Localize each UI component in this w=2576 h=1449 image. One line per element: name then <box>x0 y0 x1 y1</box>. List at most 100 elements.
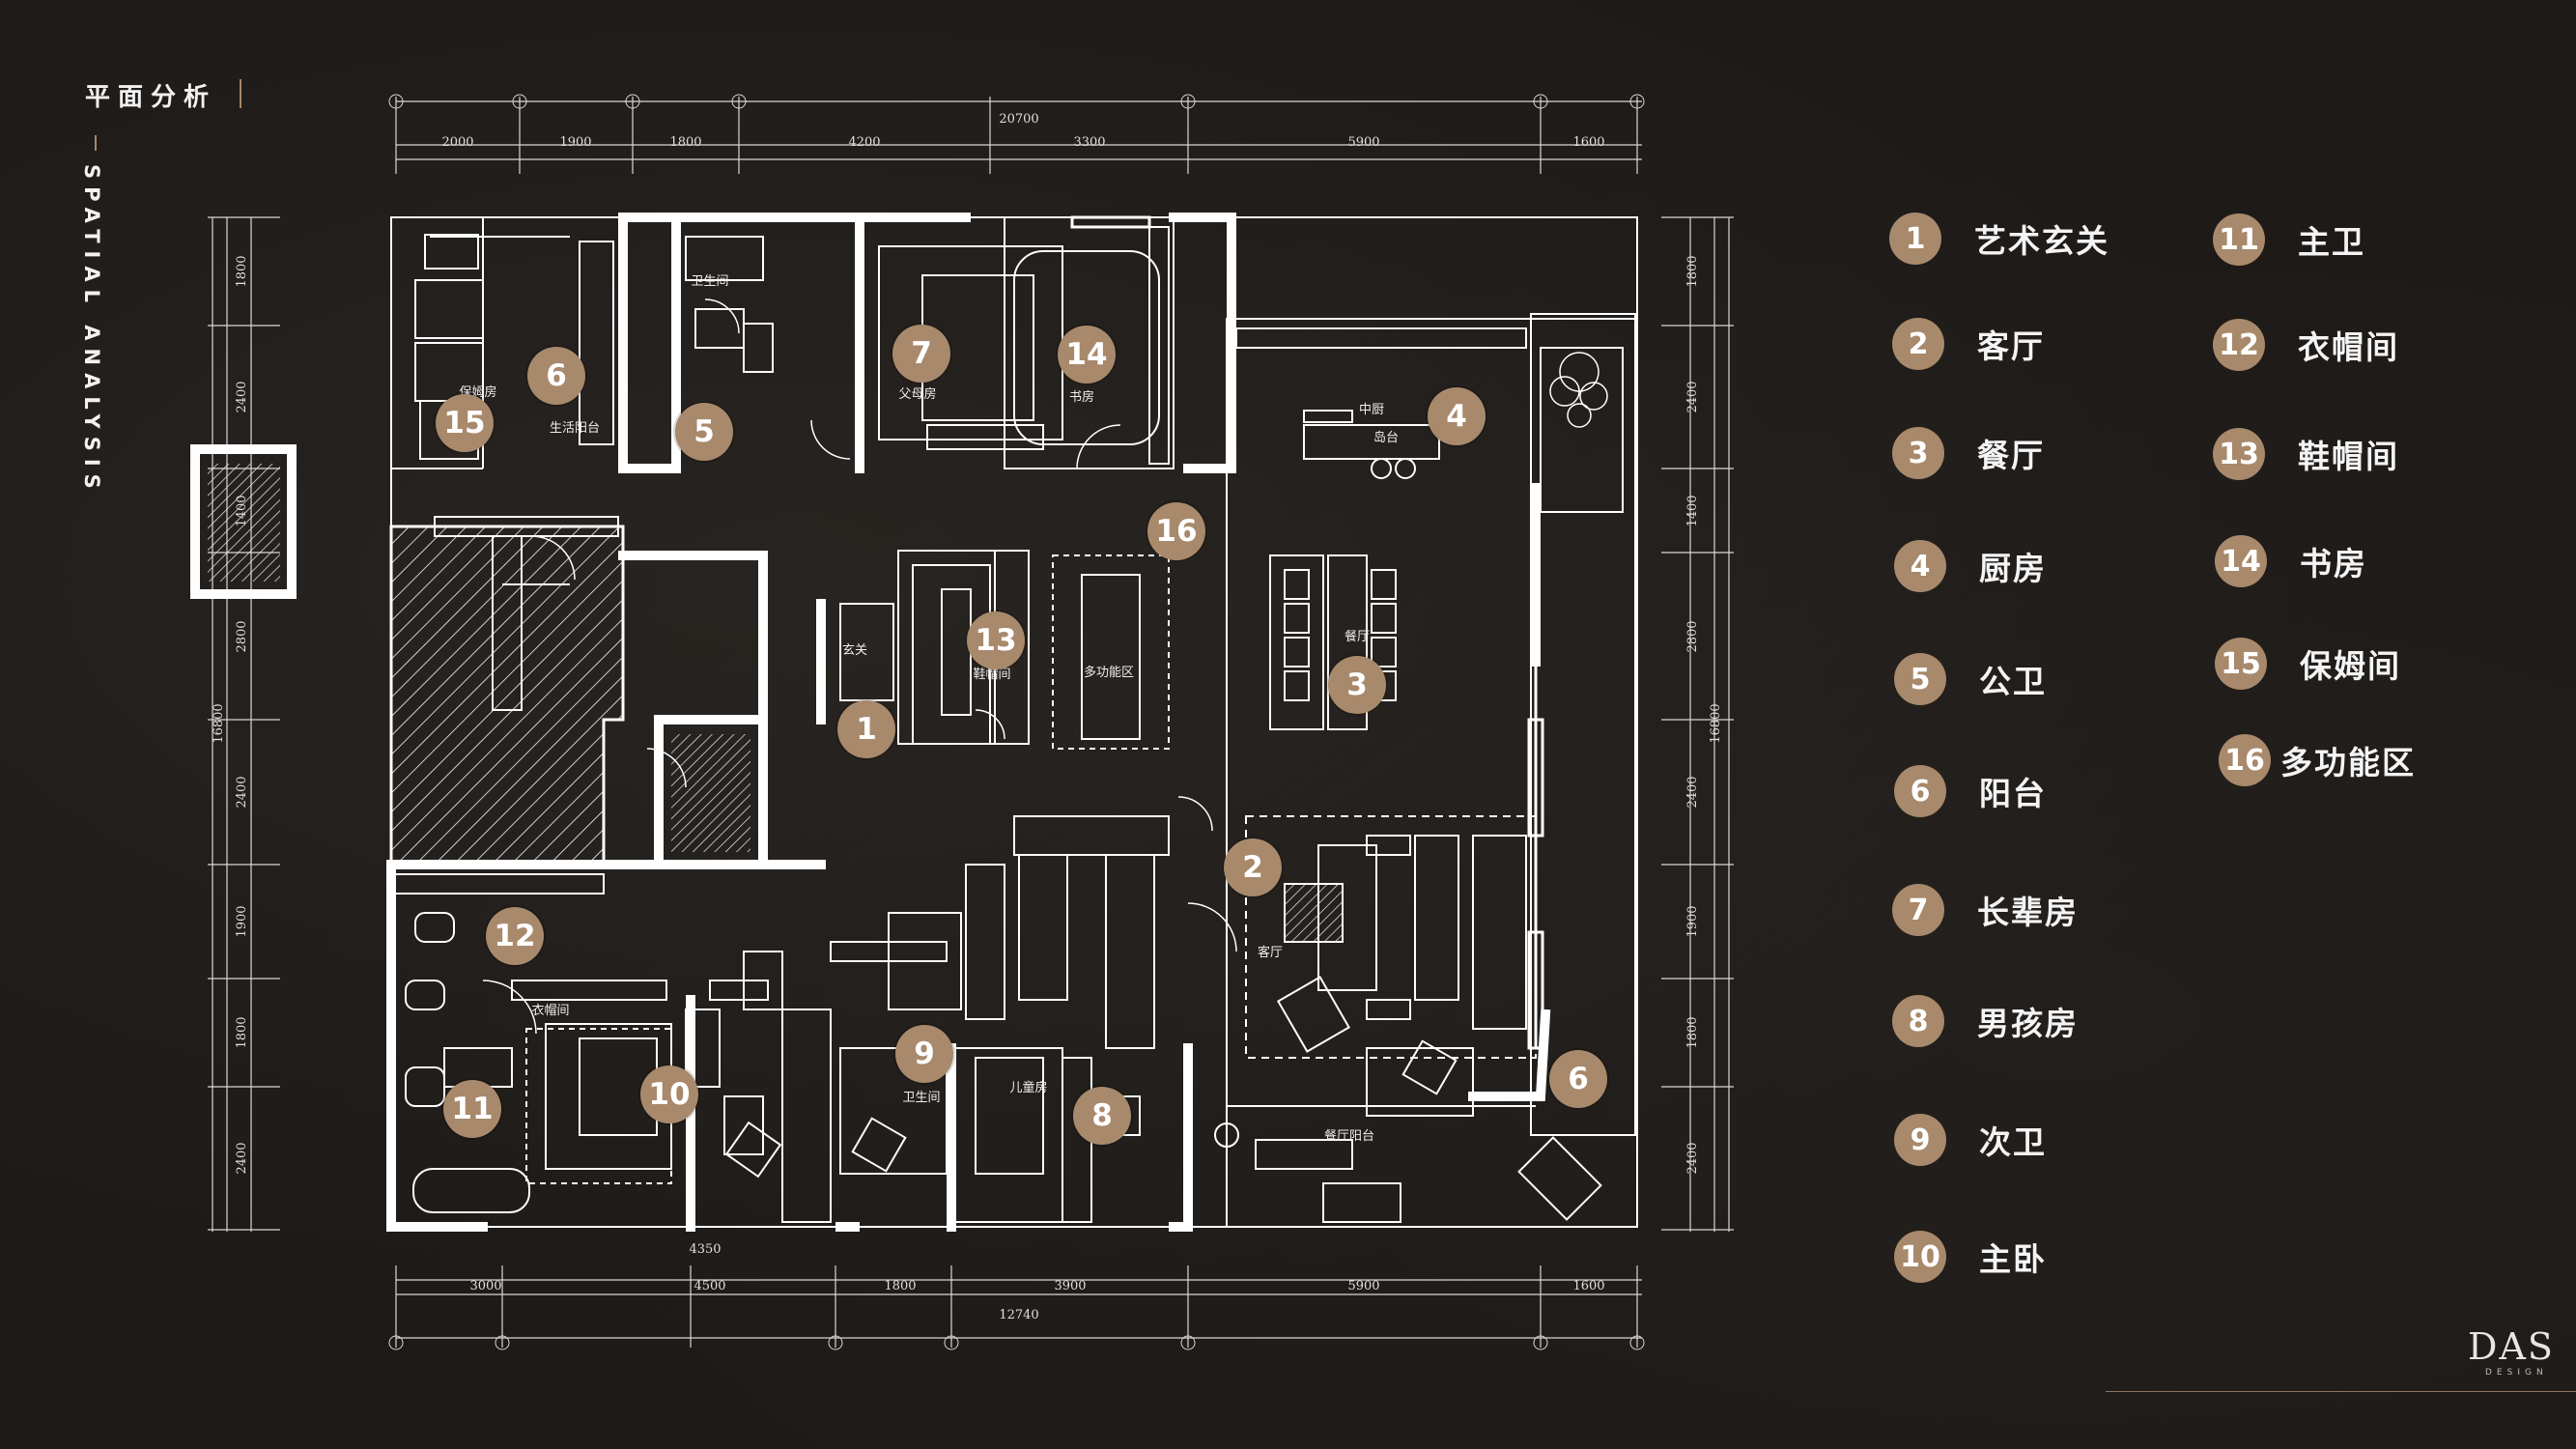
legend-label: 衣帽间 <box>2298 328 2399 366</box>
svg-text:4350: 4350 <box>689 1242 721 1257</box>
svg-text:1900: 1900 <box>235 905 249 937</box>
label-elder: 父母房 <box>898 386 936 402</box>
svg-text:1600: 1600 <box>1572 135 1604 150</box>
label-study: 书房 <box>1069 389 1094 405</box>
legend-number: 8 <box>1892 995 1944 1047</box>
legend-label: 次卫 <box>1979 1123 2047 1161</box>
right-dimension-lines <box>1661 216 1734 1232</box>
legend-label: 主卧 <box>1979 1240 2047 1278</box>
svg-text:4500: 4500 <box>694 1279 725 1293</box>
svg-text:3000: 3000 <box>469 1279 501 1293</box>
left-dimension-lines <box>208 216 280 1232</box>
label-dining: 餐厅 <box>1345 629 1370 644</box>
legend-item-5: 5 公卫 <box>1894 653 2047 705</box>
marker-10: 10 <box>640 1065 698 1123</box>
svg-text:12740: 12740 <box>999 1308 1038 1322</box>
svg-text:2800: 2800 <box>1685 620 1700 652</box>
svg-text:16800: 16800 <box>1709 703 1723 743</box>
label-balcony: 生活阳台 <box>550 421 600 436</box>
svg-text:1800: 1800 <box>235 255 249 287</box>
svg-text:1800: 1800 <box>1685 255 1700 287</box>
legend-label: 公卫 <box>1979 663 2047 700</box>
marker-15: 15 <box>436 394 494 452</box>
legend-label: 主卫 <box>2298 223 2365 261</box>
door-swings <box>482 298 1237 1035</box>
label-cloak: 衣帽间 <box>531 1003 569 1018</box>
legend-number: 10 <box>1894 1231 1946 1283</box>
label-kitchen: 中厨 <box>1359 403 1384 417</box>
label-kid: 儿童房 <box>1009 1080 1047 1095</box>
legend-label: 阳台 <box>1979 775 2047 812</box>
top-dimension-text: 20700 2000 1900 1800 4200 3300 5900 1600 <box>441 112 1604 150</box>
svg-text:5900: 5900 <box>1347 1279 1379 1293</box>
legend-number: 15 <box>2215 638 2267 690</box>
marker-13: 13 <box>967 611 1025 669</box>
legend-number: 5 <box>1894 653 1946 705</box>
marker-3: 3 <box>1328 656 1386 714</box>
label-multi: 多功能区 <box>1084 665 1134 680</box>
floor-plan-drawing: 20700 2000 1900 1800 4200 3300 5900 1600… <box>190 94 1734 1350</box>
legend-number: 6 <box>1894 765 1946 817</box>
legend-label: 鞋帽间 <box>2298 438 2399 475</box>
title-divider <box>240 79 241 108</box>
right-dimension-text: 1800 2400 1400 2800 16800 2400 1900 1800… <box>1685 255 1723 1174</box>
legend-item-12: 12 衣帽间 <box>2213 319 2399 371</box>
svg-text:1600: 1600 <box>1572 1279 1604 1293</box>
label-bath1: 卫生间 <box>902 1091 940 1105</box>
svg-text:1400: 1400 <box>1685 495 1700 526</box>
top-axis-bubbles <box>388 94 1645 109</box>
legend-number: 13 <box>2213 428 2265 480</box>
marker-2: 2 <box>1224 838 1282 896</box>
legend-label: 长辈房 <box>1977 894 2079 931</box>
svg-text:2400: 2400 <box>1685 1142 1700 1174</box>
legend-item-13: 13 鞋帽间 <box>2213 428 2399 480</box>
legend-number: 14 <box>2215 535 2267 587</box>
svg-text:20700: 20700 <box>999 112 1038 127</box>
svg-text:2400: 2400 <box>235 381 249 412</box>
legend-label: 保姆间 <box>2300 647 2401 685</box>
svg-text:2400: 2400 <box>235 776 249 808</box>
page-title: 平面分析 <box>85 83 217 112</box>
legend-item-9: 9 次卫 <box>1894 1114 2047 1166</box>
svg-text:2000: 2000 <box>441 135 473 150</box>
legend-item-1: 1 艺术玄关 <box>1889 213 2109 265</box>
plant-icon <box>1549 352 1608 428</box>
svg-text:3900: 3900 <box>1054 1279 1086 1293</box>
label-dining2: 餐厅阳台 <box>1324 1128 1374 1144</box>
legend-number: 9 <box>1894 1114 1946 1166</box>
legend-item-8: 8 男孩房 <box>1892 995 2079 1047</box>
svg-text:3300: 3300 <box>1073 135 1105 150</box>
top-dimension-lines <box>395 97 1642 174</box>
marker-1: 1 <box>837 700 895 758</box>
svg-text:16800: 16800 <box>212 703 226 743</box>
brand-logo-sub: DESIGN <box>2485 1368 2548 1378</box>
marker-16: 16 <box>1147 502 1205 560</box>
legend-item-14: 14 书房 <box>2215 535 2367 587</box>
svg-text:2400: 2400 <box>1685 776 1700 808</box>
legend-number: 2 <box>1892 318 1944 370</box>
svg-text:1900: 1900 <box>559 135 591 150</box>
legend-label: 餐厅 <box>1977 437 2045 474</box>
label-island: 岛台 <box>1373 430 1399 445</box>
label-shoe-room: 鞋帽间 <box>973 667 1010 682</box>
marker-6-balcony: 6 <box>527 347 585 405</box>
svg-text:1800: 1800 <box>1685 1016 1700 1048</box>
marker-4: 4 <box>1428 387 1486 445</box>
marker-8: 8 <box>1073 1087 1131 1145</box>
legend-label: 男孩房 <box>1977 1005 2079 1042</box>
windows <box>1070 215 1544 1050</box>
legend-label: 艺术玄关 <box>1974 222 2109 260</box>
left-dimension-text: 1800 2400 1400 2800 16800 2400 1900 1800… <box>212 255 249 1174</box>
brand-divider <box>2106 1391 2576 1392</box>
page-subtitle: SPATIAL ANALYSIS <box>80 164 103 497</box>
legend-number: 4 <box>1894 540 1946 592</box>
legend-number: 11 <box>2213 213 2265 266</box>
marker-14: 14 <box>1058 326 1116 384</box>
legend-number: 12 <box>2213 319 2265 371</box>
legend-number: 7 <box>1892 884 1944 936</box>
legend-item-11: 11 主卫 <box>2213 213 2365 266</box>
legend-item-6: 6 阳台 <box>1894 765 2047 817</box>
svg-text:2800: 2800 <box>235 620 249 652</box>
legend-label: 多功能区 <box>2280 744 2416 781</box>
legend-item-16: 16 多功能区 <box>2219 734 2416 786</box>
